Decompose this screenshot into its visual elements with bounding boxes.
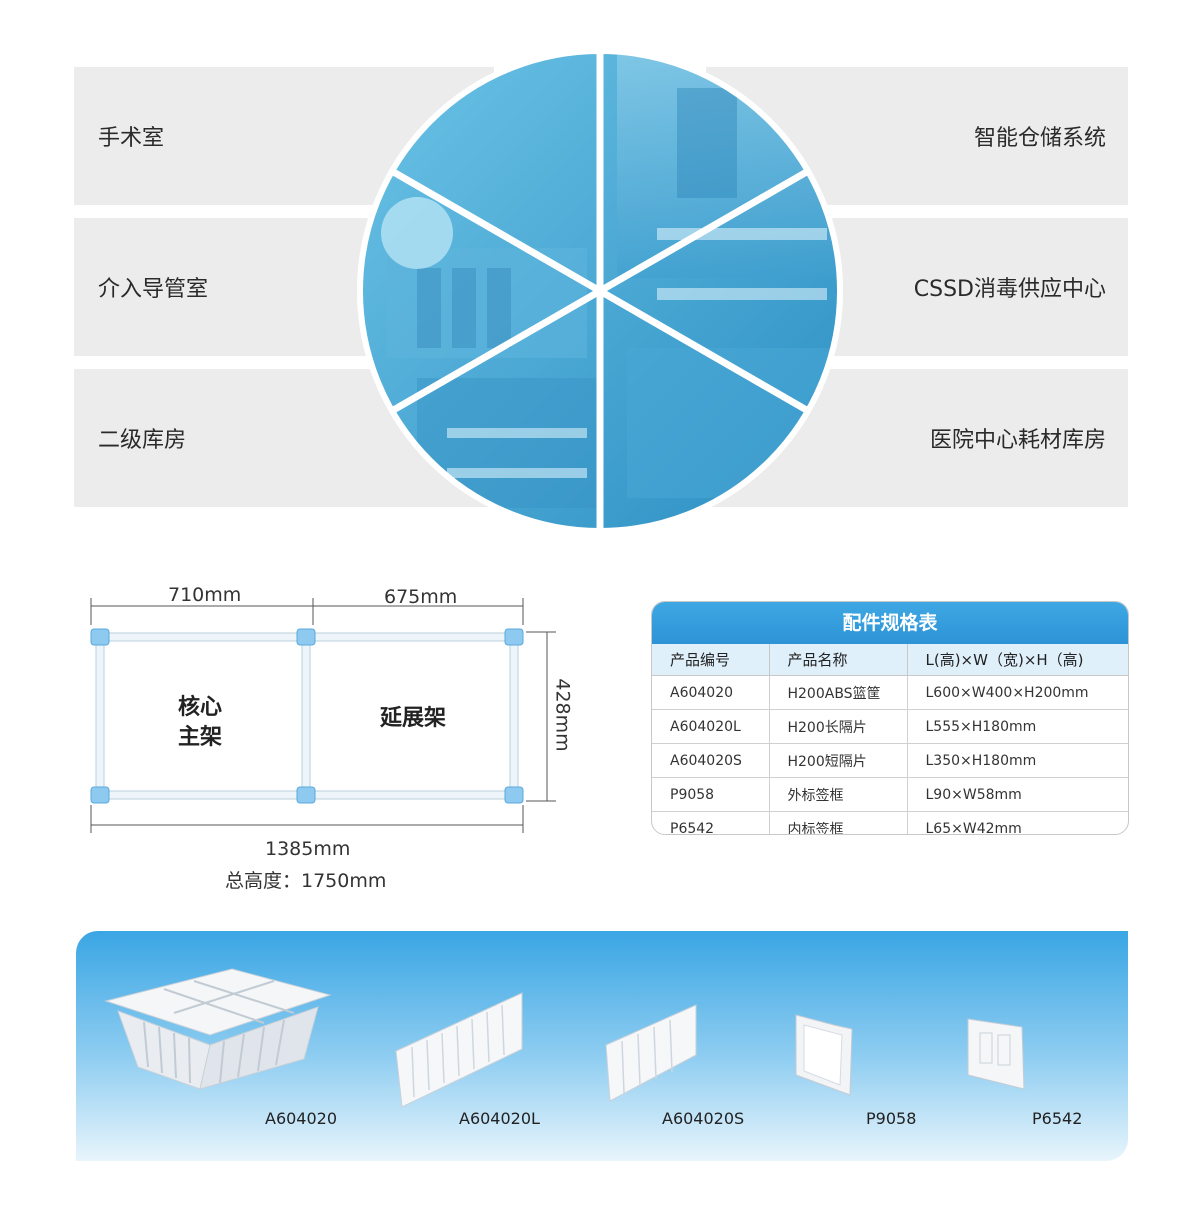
inner-label-frame-image [967, 1018, 1025, 1090]
long-divider-image [395, 992, 523, 1108]
product-label: P6542 [1032, 1109, 1083, 1128]
spec-table-header: 产品编号 产品名称 L(高)×W（宽)×H（高) [652, 644, 1128, 676]
core-frame-label: 核心 主架 [160, 693, 240, 753]
cell-name: H200长隔片 [769, 709, 908, 744]
cell-size: L90×W58mm [907, 777, 1128, 812]
core-frame-line1: 核心 [177, 695, 222, 720]
cell-size: L65×W42mm [925, 820, 1022, 835]
cell-name: H200短隔片 [769, 743, 908, 778]
spec-table: 配件规格表 产品编号 产品名称 L(高)×W（宽)×H（高) A604020 H… [651, 601, 1129, 835]
dim-extension-width: 675mm [384, 586, 458, 608]
outer-label-frame-image [795, 1014, 853, 1096]
product-label: P9058 [866, 1109, 917, 1128]
table-row: A604020S H200短隔片 L350×H180mm [652, 743, 1128, 778]
cell-size: L555×H180mm [907, 709, 1128, 744]
cell-size: L600×W400×H200mm [907, 675, 1128, 710]
cell-code: A604020 [652, 675, 770, 710]
scene-label: 二级库房 [98, 428, 187, 453]
cell-name: 外标签框 [769, 777, 908, 812]
table-row: A604020 H200ABS篮筐 L600×W400×H200mm [652, 675, 1128, 710]
extension-frame-label: 延展架 [379, 706, 446, 731]
header-size: L(高)×W（宽)×H（高) [907, 644, 1128, 676]
cell-size: L350×H180mm [907, 743, 1128, 778]
header-code: 产品编号 [652, 644, 770, 676]
basket-image [104, 968, 332, 1090]
frame-diagram [90, 598, 556, 833]
short-divider-image [605, 1004, 697, 1102]
header-name: 产品名称 [769, 644, 908, 676]
cell-name: H200ABS篮筐 [769, 675, 908, 710]
cell-code: A604020S [652, 743, 770, 778]
scene-label: 医院中心耗材库房 [929, 428, 1106, 453]
cell-code: P9058 [652, 777, 770, 812]
scene-label: 手术室 [98, 126, 165, 151]
total-height: 总高度：1750mm [225, 870, 387, 892]
dim-core-width: 710mm [168, 584, 242, 606]
table-row: P9058 外标签框 L90×W58mm [652, 777, 1128, 812]
core-frame-line2: 主架 [177, 725, 222, 750]
dim-total-width: 1385mm [265, 838, 351, 860]
cell-name: 内标签框 [769, 811, 908, 834]
product-label: A604020 [265, 1109, 338, 1128]
table-row: P6542 内标签框 L65×W42mm [652, 811, 1128, 835]
scene-label: CSSD消毒供应中心 [913, 277, 1106, 302]
scene-photo-circle [357, 48, 843, 534]
table-row: A604020L H200长隔片 L555×H180mm [652, 709, 1128, 744]
scene-label: 智能仓储系统 [973, 126, 1106, 151]
scene-label: 介入导管室 [98, 277, 209, 302]
spec-table-title: 配件规格表 [652, 602, 1128, 644]
product-label: A604020S [662, 1109, 745, 1128]
dim-depth: 428mm [551, 678, 574, 752]
product-strip: A604020 A604020L A604020S P9058 P6542 [76, 931, 1128, 1161]
product-label: A604020L [459, 1109, 540, 1128]
cell-code: A604020L [652, 709, 770, 744]
cell-code: P6542 [652, 811, 770, 834]
